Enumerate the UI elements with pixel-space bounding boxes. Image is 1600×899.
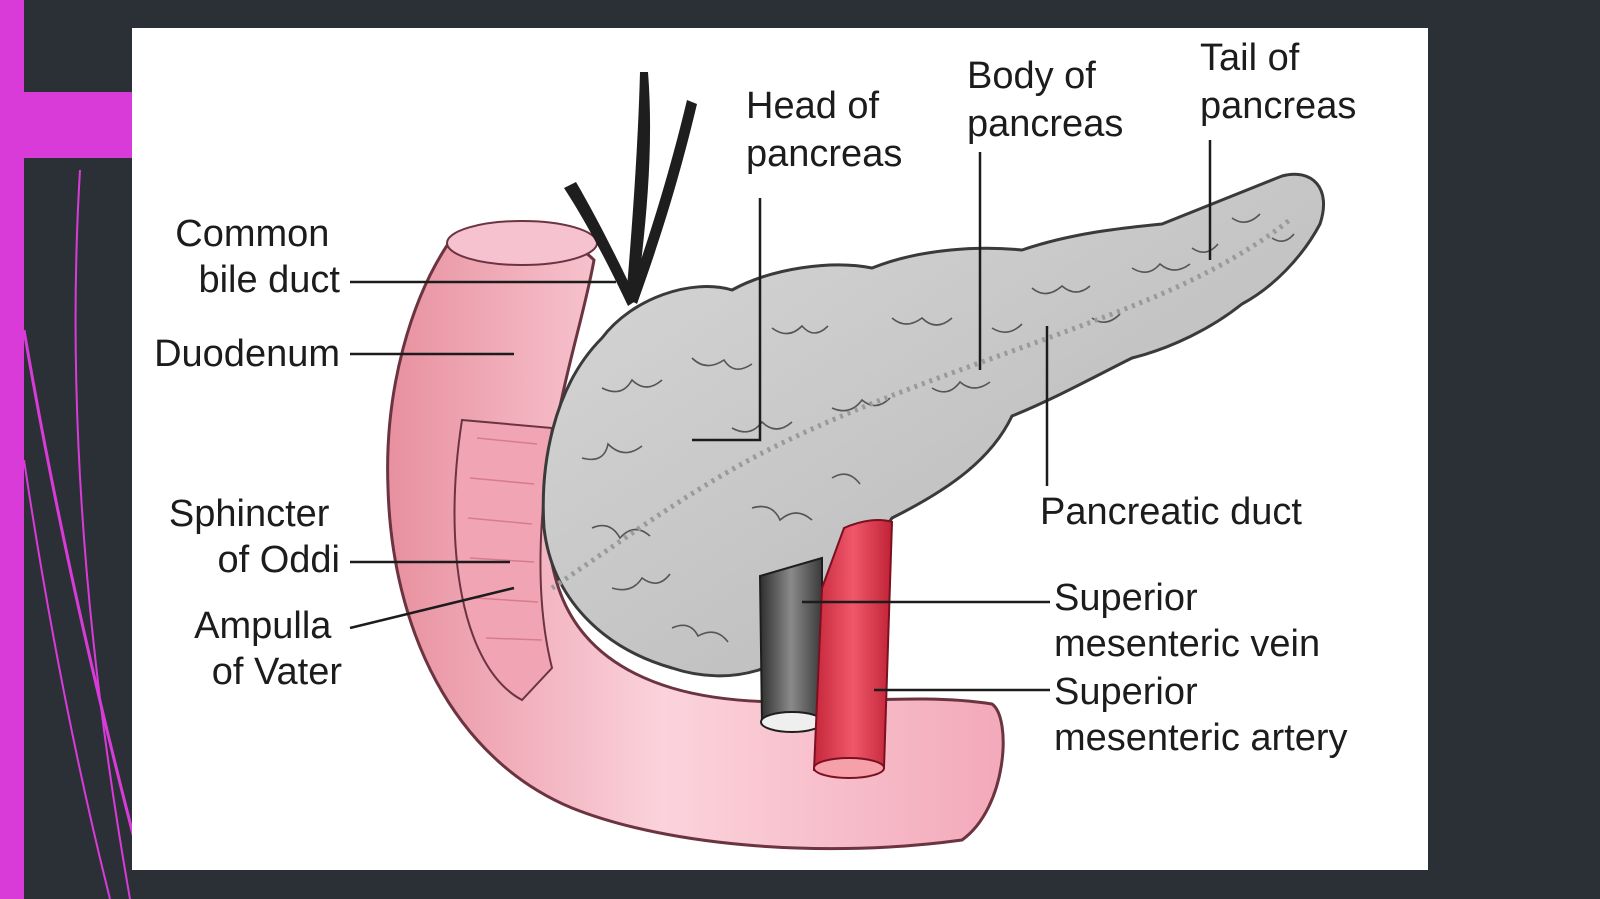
accent-tab — [24, 92, 132, 158]
accent-bar — [0, 0, 24, 899]
label-ampulla-of-vater: Ampulla of Vater — [194, 605, 342, 693]
label-superior-mesenteric-vein: Superior mesenteric vein — [1054, 577, 1320, 665]
label-sphincter-of-oddi: Sphincter of Oddi — [169, 493, 340, 581]
pancreas-shape — [541, 172, 1326, 678]
label-duodenum: Duodenum — [154, 333, 340, 375]
label-superior-mesenteric-artery: Superior mesenteric artery — [1054, 671, 1348, 759]
leader-lines — [349, 140, 1212, 692]
decorative-lines — [22, 169, 140, 899]
superior-mesenteric-vein-shape — [758, 556, 823, 726]
label-tail-of-pancreas: Tail of pancreas — [1200, 37, 1356, 127]
label-head-of-pancreas: Head of pancreas — [746, 85, 902, 175]
diagram-panel: Head of pancreas Body of pancreas Tail o… — [132, 28, 1428, 870]
common-bile-duct-shape — [626, 72, 651, 303]
label-body-of-pancreas: Body of pancreas — [967, 55, 1123, 145]
duodenum-shape — [386, 224, 1005, 851]
pancreas-diagram: Head of pancreas Body of pancreas Tail o… — [154, 37, 1356, 851]
label-common-bile-duct: Common bile duct — [175, 213, 340, 301]
label-pancreatic-duct: Pancreatic duct — [1040, 491, 1302, 533]
